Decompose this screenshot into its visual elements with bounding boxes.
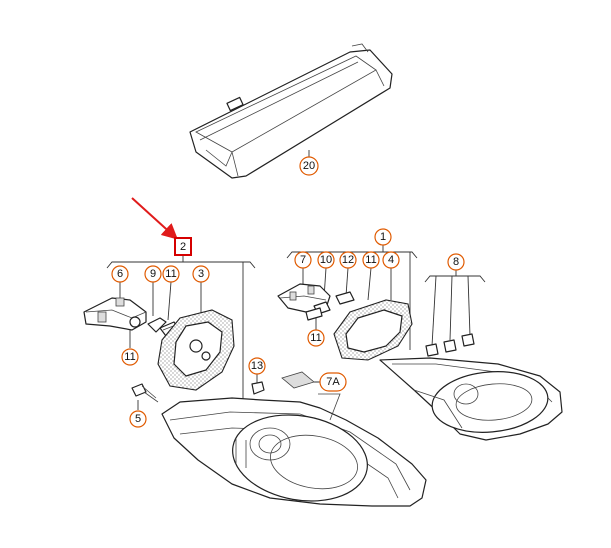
callout-4[interactable]: 4	[382, 251, 400, 269]
svg-text:20: 20	[303, 160, 315, 172]
svg-text:12: 12	[342, 254, 354, 266]
part-20-high-mount-light	[189, 43, 393, 179]
callout-11-right-top[interactable]: 11	[362, 251, 380, 269]
callout-7A[interactable]: 7A	[319, 372, 347, 392]
callout-3[interactable]: 3	[192, 265, 210, 283]
pointer-arrow	[131, 197, 178, 240]
svg-text:11: 11	[310, 332, 321, 344]
svg-text:1: 1	[380, 231, 386, 243]
svg-text:11: 11	[124, 351, 135, 363]
callout-20[interactable]: 20	[299, 156, 319, 176]
svg-text:9: 9	[150, 268, 156, 280]
svg-text:11: 11	[165, 268, 176, 280]
callout-10[interactable]: 10	[317, 251, 335, 269]
callout-11-right-bottom[interactable]: 11	[307, 329, 325, 347]
callout-7[interactable]: 7	[294, 251, 312, 269]
callout-6[interactable]: 6	[111, 265, 129, 283]
right-tail-lamp	[379, 357, 563, 441]
part-7A-label	[281, 371, 315, 389]
callout-13[interactable]: 13	[248, 357, 266, 375]
callout-8[interactable]: 8	[447, 253, 465, 271]
part-6-bulb-holder	[83, 297, 147, 331]
part-4-gasket-right	[333, 299, 413, 361]
callout-11-left-top[interactable]: 11	[162, 265, 180, 283]
svg-text:10: 10	[320, 254, 332, 266]
svg-text:2: 2	[180, 241, 186, 253]
part-11-bulb-right	[305, 307, 323, 321]
svg-text:7: 7	[300, 254, 306, 266]
part-12-bulb	[335, 291, 355, 305]
part-13-nut	[251, 381, 265, 395]
right-assembly-leaders	[286, 245, 486, 350]
callout-2-highlighted[interactable]: 2	[174, 237, 192, 256]
svg-text:3: 3	[198, 268, 204, 280]
callout-12[interactable]: 12	[339, 251, 357, 269]
left-tail-lamp	[161, 393, 427, 507]
callout-11-left-bottom[interactable]: 11	[121, 348, 139, 366]
part-8-screws	[425, 333, 475, 357]
svg-text:8: 8	[453, 256, 459, 268]
part-9-bulb	[147, 317, 167, 333]
svg-text:11: 11	[365, 254, 376, 266]
callout-9[interactable]: 9	[144, 265, 162, 283]
callout-1[interactable]: 1	[374, 228, 392, 246]
callout-5[interactable]: 5	[129, 410, 147, 428]
part-3-gasket-left	[157, 309, 235, 391]
svg-text:13: 13	[251, 360, 263, 372]
svg-text:4: 4	[388, 254, 394, 266]
part-5-screw	[131, 383, 159, 403]
svg-text:6: 6	[117, 268, 123, 280]
svg-text:7A: 7A	[326, 376, 340, 388]
svg-text:5: 5	[135, 413, 141, 425]
